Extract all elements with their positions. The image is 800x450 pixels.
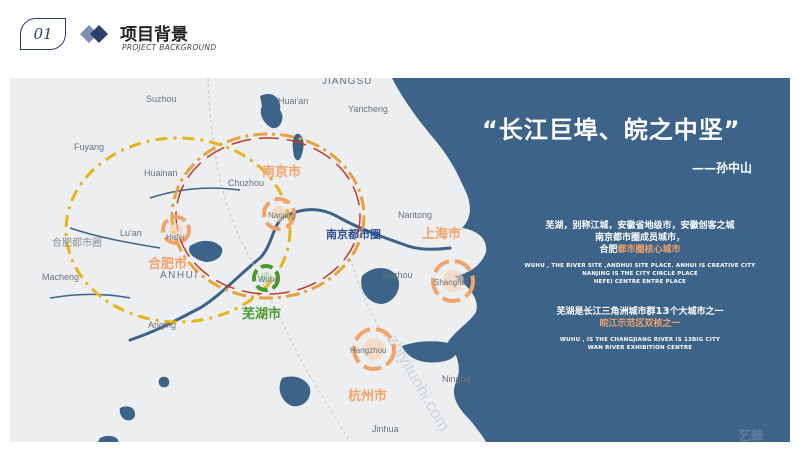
- place-luan: Lu'an: [120, 228, 142, 238]
- place-nanjing-en: Nanjing: [268, 211, 295, 220]
- desc2-en-line1: WUHU , IS THE CHANGJIANG RIVER IS 13BIG …: [559, 337, 721, 343]
- region-label-jiangsu: JIANGSU: [322, 78, 372, 87]
- province-borders: [207, 78, 391, 442]
- desc2-line1: 芜湖是长江三角洲城市群13个大城市之一: [500, 306, 780, 318]
- city-label-shanghai: 上海市: [422, 226, 461, 241]
- quote-author: ——孙中山: [692, 161, 753, 175]
- region-map: JIANGSU ANHUI Suzhou Huai'an Yancheng Fu…: [10, 78, 790, 442]
- hongze-lake: [260, 93, 283, 129]
- desc1-line2: 南京都市圈成员城市，: [594, 233, 685, 243]
- description-block-1: 芜湖，别称江城，安徽省地级市，安徽创客之城 南京都市圈成员城市， 合肥都市圈核心…: [500, 220, 780, 286]
- hefei-marker: [161, 215, 191, 245]
- place-hefei-en: Hefei: [166, 233, 185, 242]
- tai-lake: [361, 267, 400, 304]
- nanjing-marker: [262, 197, 296, 231]
- city-label-nanjing: 南京市: [262, 164, 301, 179]
- desc1-line3-prefix: 合肥: [599, 245, 618, 255]
- qiandao-lake: [279, 376, 311, 407]
- place-jinhua: Jinhua: [372, 424, 399, 434]
- quote-text: “长江巨埠、皖之中坚”: [482, 116, 741, 144]
- desc2-highlight: 皖江示范区双核之一: [599, 319, 681, 329]
- map-panel: JIANGSU ANHUI Suzhou Huai'an Yancheng Fu…: [10, 78, 790, 442]
- logo-watermark: 艺蜂: [738, 429, 765, 444]
- desc2-number: 13: [655, 306, 670, 317]
- place-anqing: Anqing: [148, 320, 176, 330]
- small-lakes: [98, 376, 170, 442]
- desc1-line3: 合肥都市圈核心城市: [500, 244, 780, 256]
- place-wuhu-en: Wuhu: [258, 275, 279, 284]
- desc2-prefix: 芜湖是长江三角洲城市群: [556, 307, 656, 317]
- page-title: 项目背景: [120, 25, 188, 45]
- river-branch: [49, 187, 241, 299]
- nanjing-circle-label: 南京都市圈: [326, 227, 381, 241]
- hefei-circle-label: 合肥都市圈: [52, 236, 102, 249]
- place-suzhou-north: Suzhou: [146, 94, 177, 104]
- place-ningbo: Ningbo: [442, 374, 471, 384]
- desc1-en-line1: WUHU , THE RIVER SITE ,ANDHUI SITE PLACE…: [524, 263, 756, 269]
- place-huainan: Huainan: [144, 168, 178, 178]
- diamond-decoration-icon: [80, 25, 108, 43]
- place-macheng: Macheng: [42, 272, 79, 282]
- place-yancheng: Yancheng: [348, 104, 388, 114]
- city-label-wuhu: 芜湖市: [242, 306, 281, 321]
- page-header: 01 项目背景 PROJECT BACKGROUND: [0, 0, 800, 70]
- desc1-line1: 芜湖，别称江城，安徽省地级市，安徽创客之城: [545, 221, 735, 231]
- desc1-en-line3: HEFEI CENTRE ENTRE PLACE: [593, 279, 687, 285]
- section-number: 01: [33, 25, 53, 43]
- place-suzhou-south: Suzhou: [382, 270, 413, 280]
- place-nantong: Nantong: [398, 210, 432, 220]
- place-hangzhou-en: Hangzhou: [350, 346, 386, 355]
- desc1-en-line2: NANJING IS THE CITY CIRCLE PLACE: [582, 271, 698, 277]
- hefei-metro-circle: [64, 136, 292, 324]
- city-label-hangzhou: 杭州市: [348, 388, 387, 403]
- desc1-highlight: 都市圈核心城市: [617, 245, 681, 255]
- shanghai-marker: [431, 259, 475, 303]
- region-label-anhui: ANHUI: [160, 270, 199, 281]
- place-fuyang: Fuyang: [74, 142, 104, 152]
- place-huaian: Huai'an: [278, 96, 308, 106]
- chao-lake: [189, 240, 223, 262]
- hangzhou-bay: [402, 341, 458, 363]
- page-subtitle: PROJECT BACKGROUND: [122, 43, 217, 52]
- description-block-2: 芜湖是长江三角洲城市群13个大城市之一 皖江示范区双核之一 WUHU , IS …: [500, 306, 780, 352]
- desc2-suffix: 个大城市之一: [669, 307, 724, 317]
- hangzhou-marker: [352, 327, 396, 371]
- place-shanghai-en: Shanghai: [434, 278, 468, 287]
- city-label-hefei: 合肥市: [148, 256, 187, 271]
- desc2-en-line2: WAN RIVER EXHIBITION CENTRE: [587, 345, 693, 351]
- place-chuzhou: Chuzhou: [228, 178, 264, 188]
- section-number-badge: 01: [20, 18, 66, 50]
- wuhu-marker: [252, 264, 280, 292]
